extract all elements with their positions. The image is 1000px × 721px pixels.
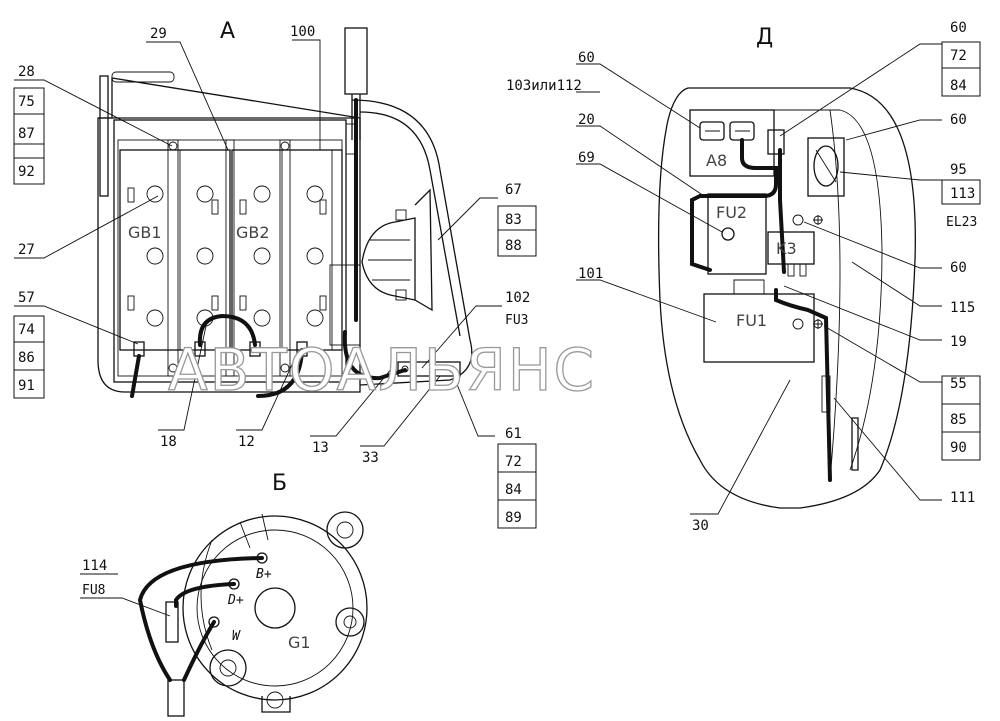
callout-85: 85 <box>950 412 967 428</box>
callout-102: 102 <box>505 290 530 306</box>
callout-fu8: FU8 <box>82 583 105 598</box>
callout-55: 55 <box>950 376 967 392</box>
callout-stacks <box>13 41 981 529</box>
callout-114: 114 <box>82 558 107 574</box>
fu1-label: FU1 <box>736 311 767 330</box>
callout-90: 90 <box>950 440 967 456</box>
g1-label: G1 <box>288 633 311 652</box>
callout-13: 13 <box>312 440 329 456</box>
fuse-fu3 <box>397 361 461 377</box>
callout-27: 27 <box>18 242 35 258</box>
callout-115: 115 <box>950 300 975 316</box>
fuse-fu8 <box>165 601 179 643</box>
callout-19: 19 <box>950 334 967 350</box>
callout-60-b: 60 <box>950 20 967 36</box>
gb2-label: GB2 <box>236 223 270 242</box>
callout-91: 91 <box>18 378 35 394</box>
callout-84-a: 84 <box>505 482 522 498</box>
a8-label: A8 <box>706 151 727 170</box>
callout-12: 12 <box>238 434 255 450</box>
callout-20: 20 <box>578 112 595 128</box>
view-a: А GB1 GB2 <box>14 19 502 447</box>
terminal-b-plus: B+ <box>256 567 272 582</box>
callout-113: 113 <box>950 186 975 202</box>
view-a-title: А <box>220 19 235 44</box>
callout-87: 87 <box>18 126 35 142</box>
watermark: АВТОАЛЬЯНС <box>168 336 596 404</box>
terminal-w: W <box>232 629 241 644</box>
callout-100: 100 <box>290 24 315 40</box>
callout-86: 86 <box>18 350 35 366</box>
callout-95: 95 <box>950 162 967 178</box>
callout-29: 29 <box>150 26 167 42</box>
callout-103: 103или112 <box>506 78 582 94</box>
callout-60-a: 60 <box>578 50 595 66</box>
view-b: Б G1 B+ D+ W 114 FU8 <box>80 471 368 717</box>
callout-72-a: 72 <box>505 454 522 470</box>
fu2-label: FU2 <box>716 203 747 222</box>
callout-75: 75 <box>18 94 35 110</box>
callout-60-c: 60 <box>950 112 967 128</box>
callout-84-b: 84 <box>950 78 967 94</box>
view-d: Д A8 FU2 K3 FU1 <box>576 25 942 515</box>
callout-74: 74 <box>18 322 35 338</box>
battery-gb2 <box>231 149 343 351</box>
callout-28: 28 <box>18 64 35 80</box>
callout-83: 83 <box>505 212 522 228</box>
callout-fu3: FU3 <box>505 313 528 328</box>
connector-a8 <box>689 109 775 177</box>
callout-69: 69 <box>578 150 595 166</box>
callout-88: 88 <box>505 238 522 254</box>
callout-89: 89 <box>505 510 522 526</box>
callout-92: 92 <box>18 164 35 180</box>
callout-72-b: 72 <box>950 48 967 64</box>
callout-67: 67 <box>505 182 522 198</box>
callout-111: 111 <box>950 490 975 506</box>
callout-18: 18 <box>160 434 177 450</box>
callout-57: 57 <box>18 290 35 306</box>
callout-33: 33 <box>362 450 379 466</box>
k3-label: K3 <box>776 239 797 258</box>
gb1-label: GB1 <box>128 223 162 242</box>
terminal-d-plus: D+ <box>227 593 244 608</box>
view-d-title: Д <box>756 25 773 50</box>
callout-30: 30 <box>692 518 709 534</box>
fuse-fu2 <box>707 193 767 275</box>
callout-el23: EL23 <box>946 215 977 230</box>
callout-101: 101 <box>578 266 603 282</box>
callout-60-d: 60 <box>950 260 967 276</box>
view-b-title: Б <box>272 471 287 496</box>
battery-gb1 <box>119 149 231 351</box>
callout-61: 61 <box>505 426 522 442</box>
fuse-fu1 <box>703 293 815 363</box>
